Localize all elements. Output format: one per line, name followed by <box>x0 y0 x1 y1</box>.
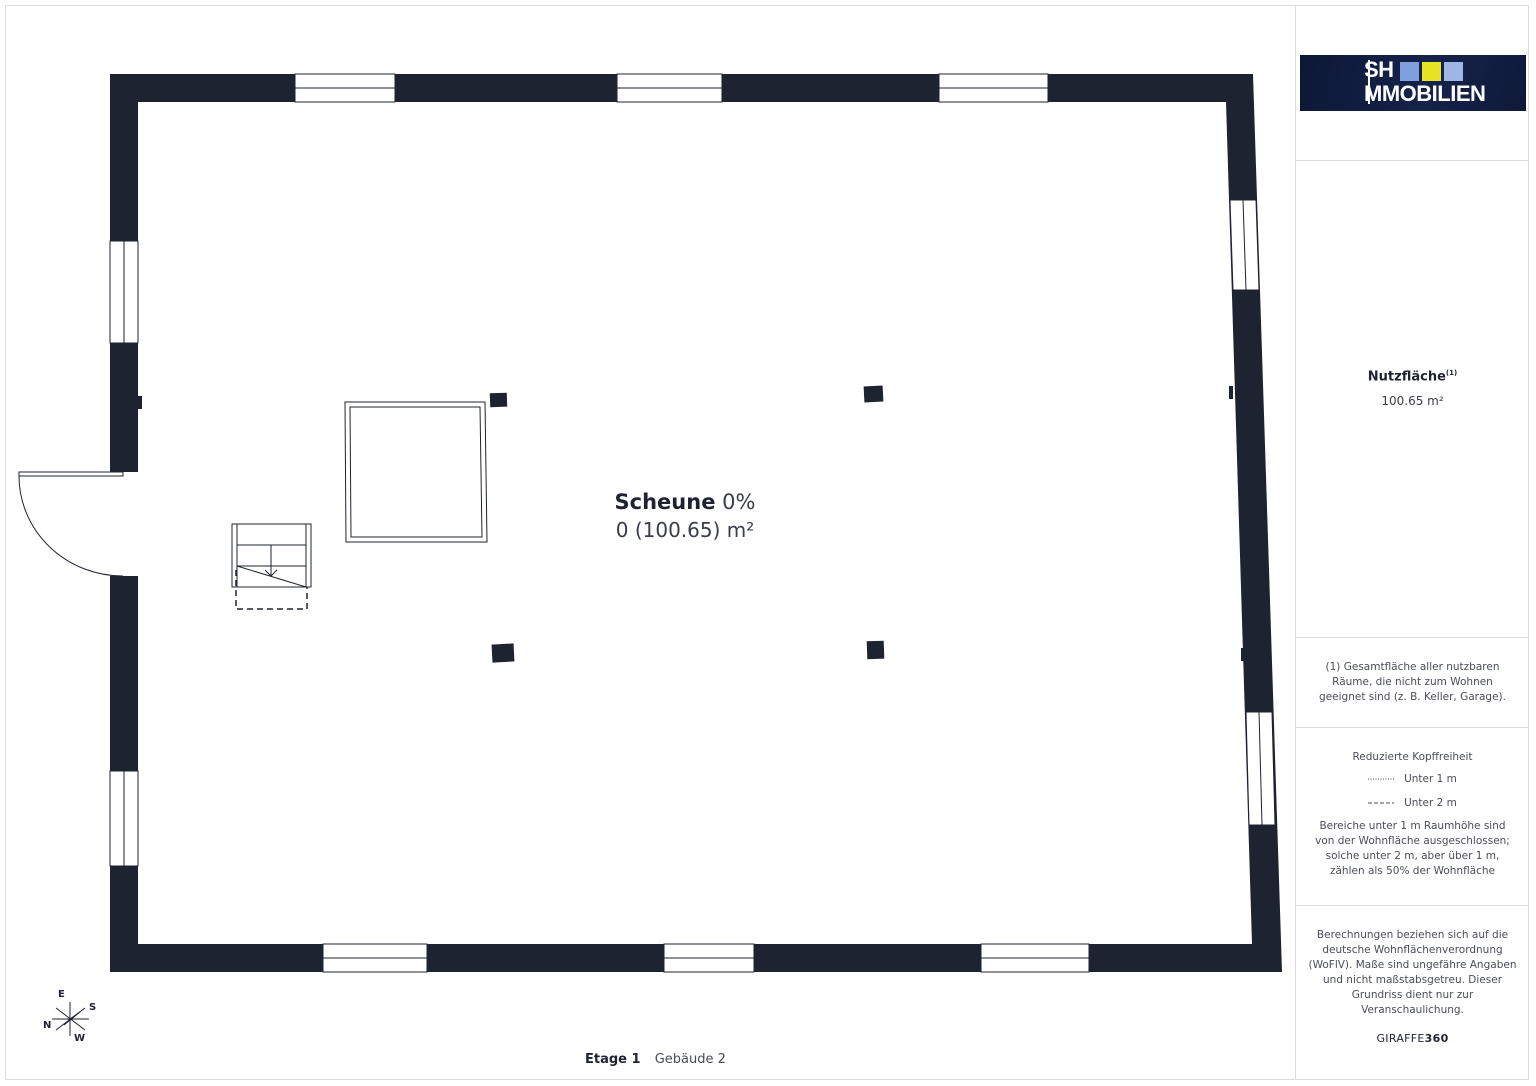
footnote-section: (1) Gesamtfläche aller nutzbaren Räume, … <box>1296 637 1529 727</box>
footnote-line: Räume, die nicht zum Wohnen <box>1332 676 1493 688</box>
compass-w: W <box>74 1033 86 1044</box>
footnote-line: (1) Gesamtfläche aller nutzbaren <box>1325 661 1500 673</box>
area-section: Nutzfläche(1) 100.65 m² <box>1296 160 1529 637</box>
door-gap <box>106 472 142 576</box>
room-name-line: Scheune 0% <box>560 490 810 514</box>
compass-s: S <box>89 1002 97 1013</box>
nutzflaeche-title: Nutzfläche(1) <box>1367 369 1458 385</box>
disclaimer-section: Berechnungen beziehen sich auf die deuts… <box>1296 905 1529 1080</box>
windows-left <box>109 240 139 867</box>
compass-n: N <box>43 1020 52 1031</box>
compass-e: E <box>58 989 65 1000</box>
room-label: Scheune 0% 0 (100.65) m² <box>560 490 810 542</box>
room-name: Scheune <box>614 490 716 514</box>
sidebar: SH MMOBILIEN Nutzfläche(1) 100.65 m² (1)… <box>1295 5 1529 1080</box>
footnote-line: geeignet sind (z. B. Keller, Garage). <box>1319 691 1506 703</box>
headroom-title: Reduzierte Kopffreiheit <box>1352 751 1473 763</box>
logo-square-blue <box>1400 62 1419 81</box>
logo-line1: SH <box>1364 57 1394 82</box>
door-swing <box>18 471 124 577</box>
floor-footer: Etage 1 Gebäude 2 <box>585 1052 726 1067</box>
legend-under-2m: Unter 2 m <box>1368 797 1457 809</box>
logo-square-yellow <box>1422 62 1441 81</box>
headroom-section: Reduzierte Kopffreiheit Unter 1 m Unter … <box>1296 727 1529 905</box>
legend-under-1m: Unter 1 m <box>1368 773 1457 785</box>
building-label: Gebäude 2 <box>654 1052 726 1067</box>
nutzflaeche-value: 100.65 m² <box>1381 394 1444 409</box>
staircase <box>231 523 312 610</box>
compass-icon <box>52 1002 89 1036</box>
room-percent: 0% <box>722 490 756 514</box>
windows-top <box>294 73 1049 103</box>
windows-bottom <box>322 943 1090 973</box>
ceiling-hatch <box>344 401 488 543</box>
windows-right <box>1229 199 1276 826</box>
logo-square-lightblue <box>1444 62 1463 81</box>
pillars <box>489 385 885 663</box>
headroom-note: Bereiche unter 1 m Raumhöhe sind von der… <box>1315 820 1510 877</box>
company-logo: SH MMOBILIEN <box>1300 55 1526 111</box>
logo-line2: MMOBILIEN <box>1364 81 1486 106</box>
page-frame <box>5 5 1529 1080</box>
brand-mark: GIRAFFE360 <box>1376 1032 1449 1045</box>
disclaimer-text: Berechnungen beziehen sich auf die deuts… <box>1308 929 1517 1016</box>
room-area: 0 (100.65) m² <box>615 518 755 542</box>
floor-label: Etage 1 <box>585 1052 641 1067</box>
